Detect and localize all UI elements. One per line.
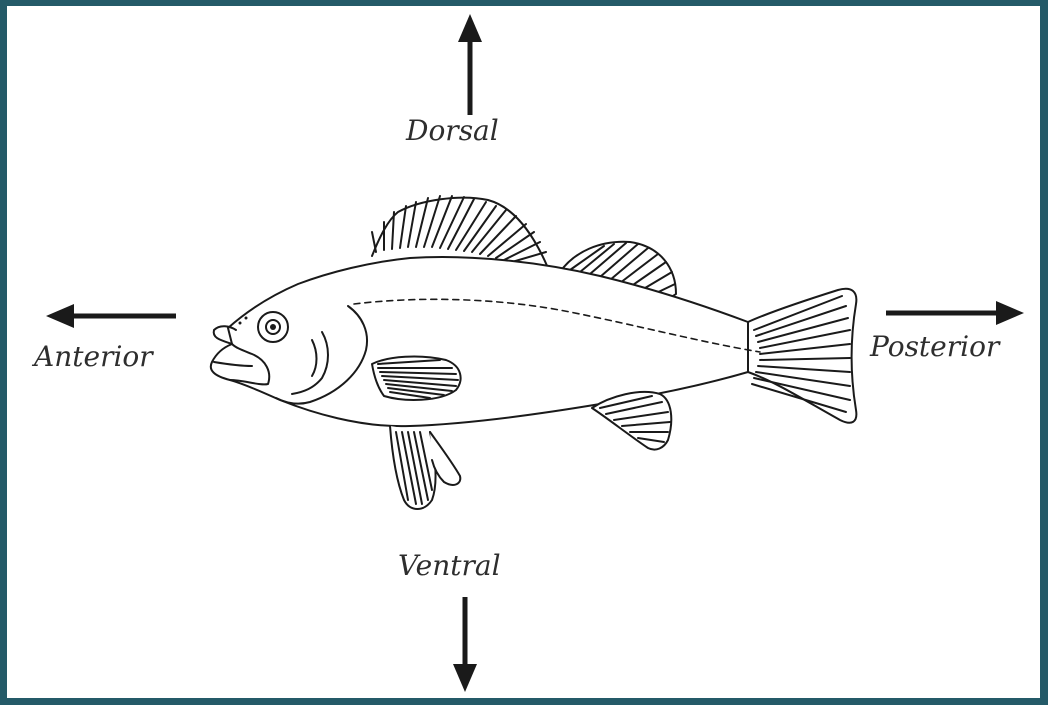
fish-illustration [211,196,857,509]
caudal-fin [748,289,856,423]
posterior-label: Posterior [870,333,999,361]
anterior-label: Anterior [34,343,153,371]
dorsal-label: Dorsal [406,117,499,145]
anal-fin [592,392,671,450]
ventral-label: Ventral [398,552,501,580]
arrow-right-icon [886,301,1024,325]
pectoral-fin [372,357,461,400]
pelvic-fin [390,426,460,509]
arrow-left-icon [46,304,176,328]
arrow-up-icon [458,14,482,115]
arrow-down-icon [453,597,477,692]
